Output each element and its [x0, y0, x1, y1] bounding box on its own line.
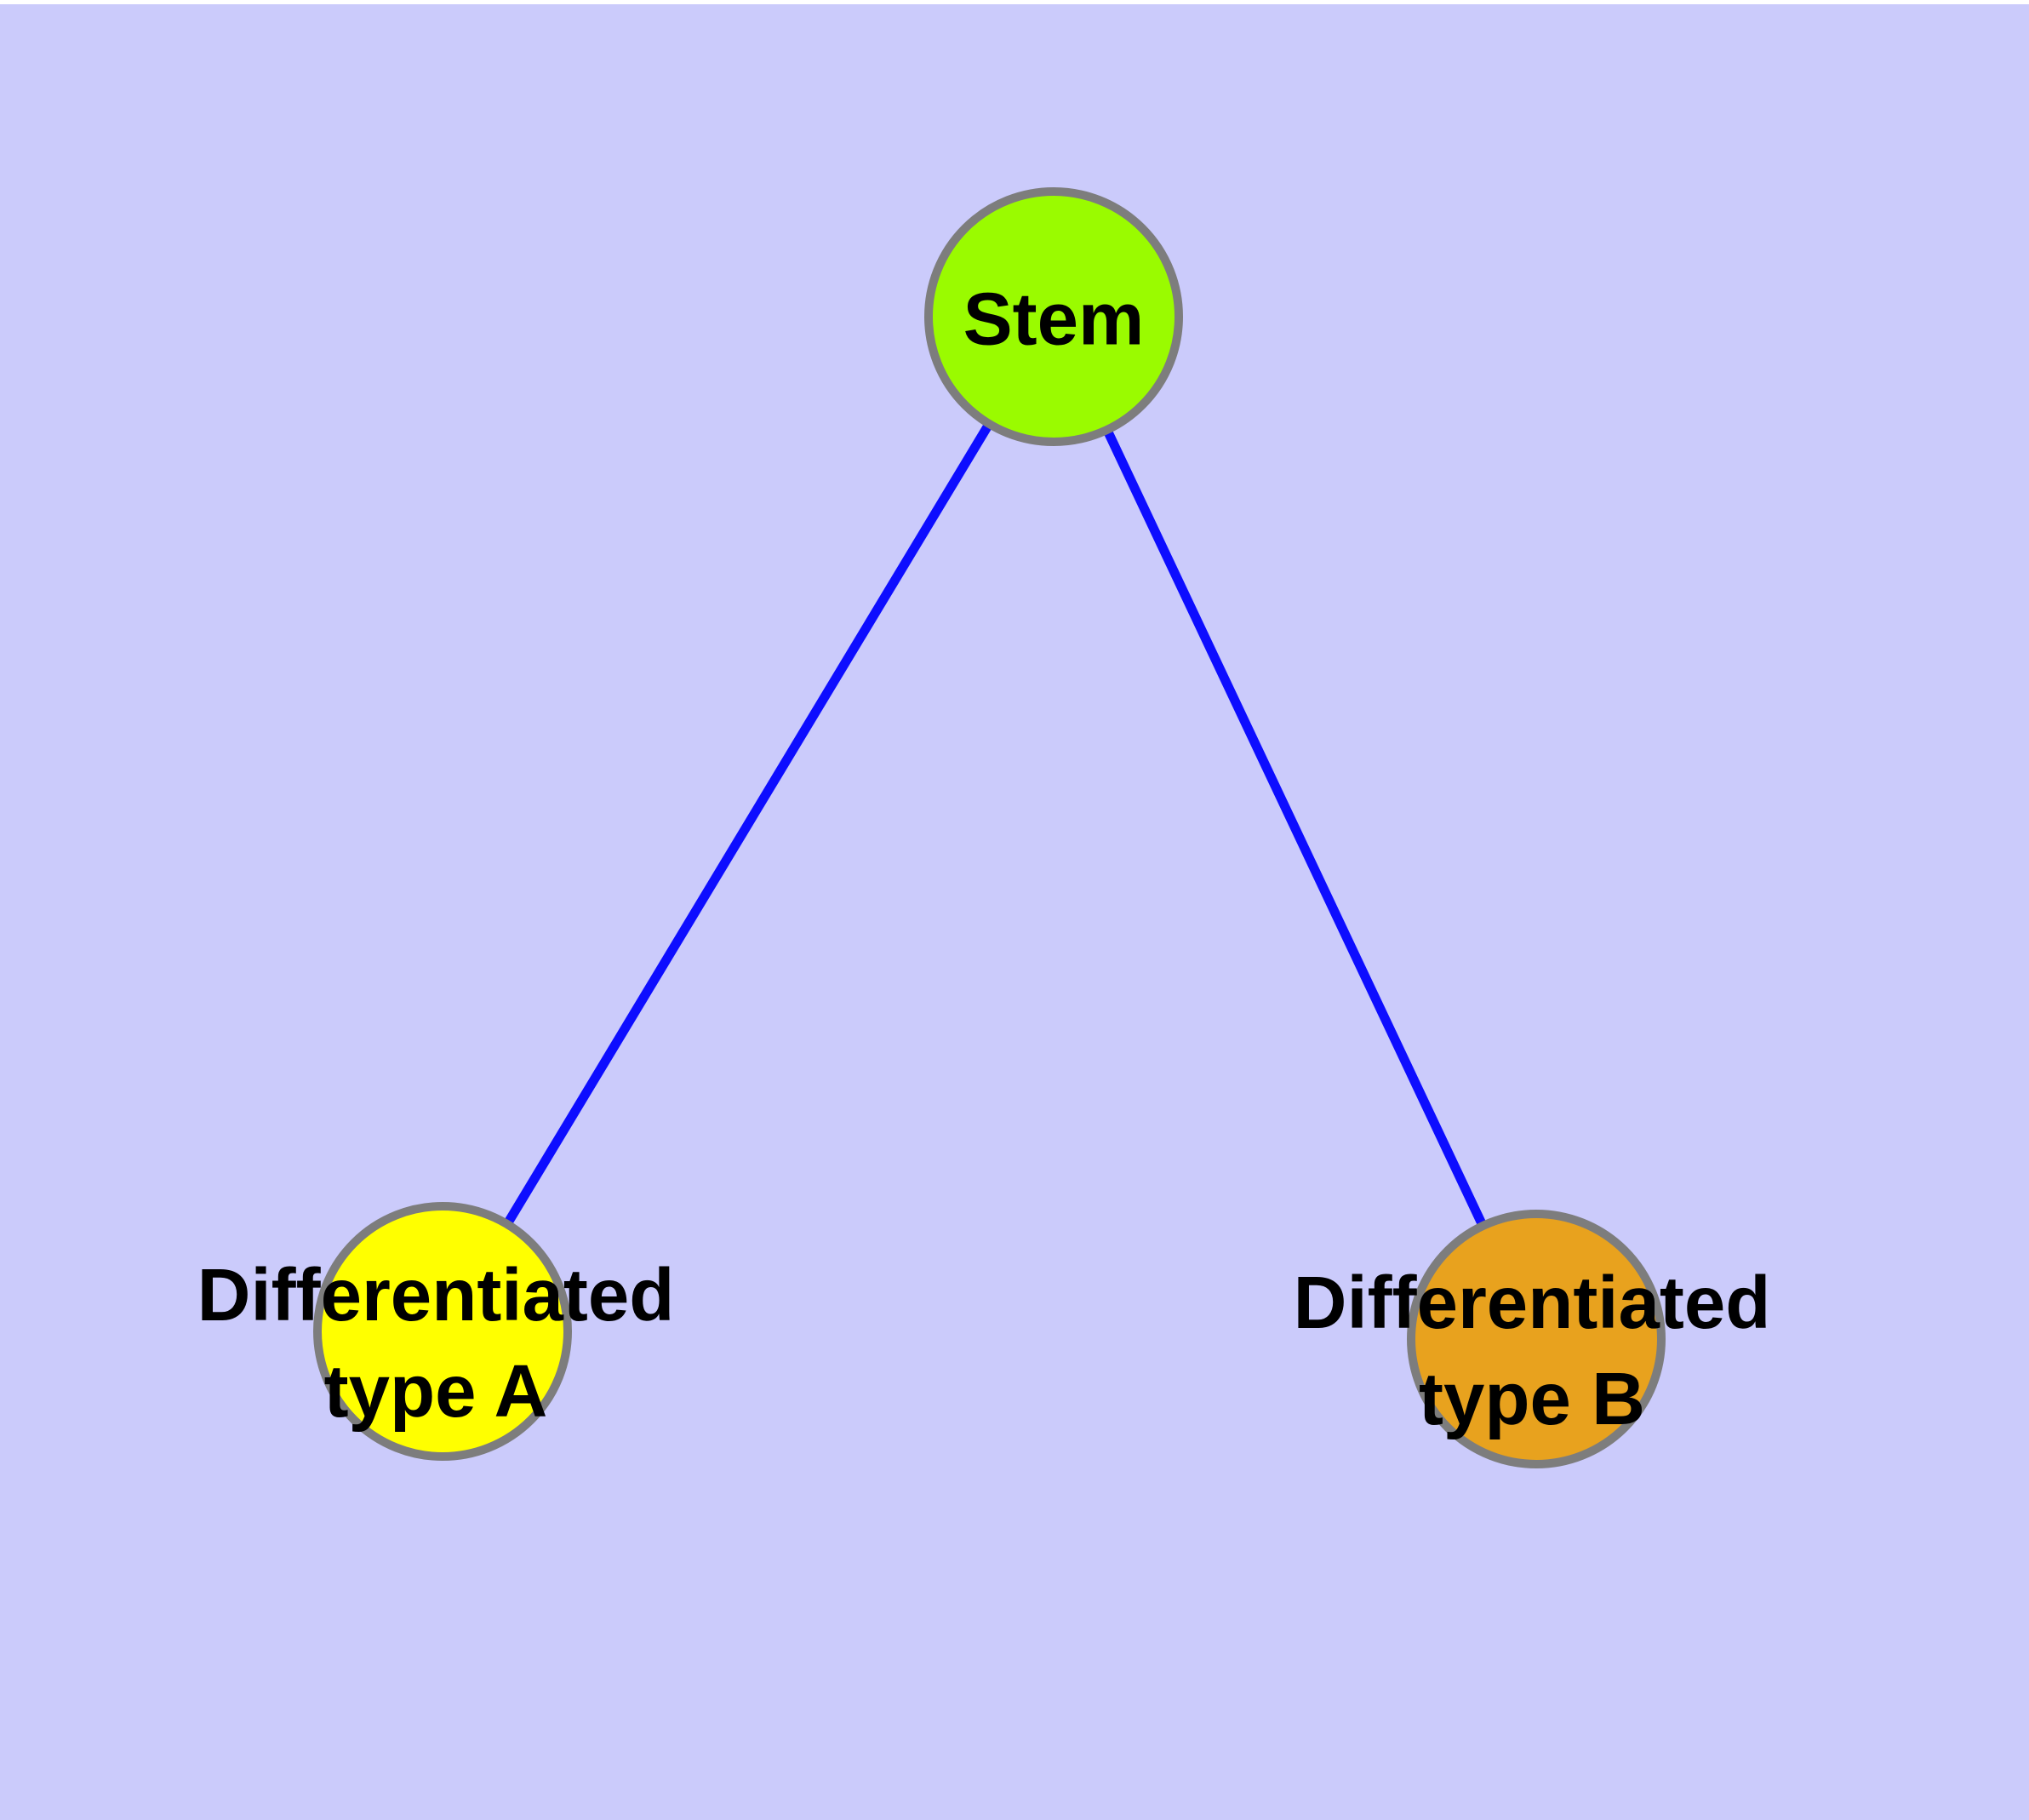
node-stem-circle	[924, 187, 1183, 446]
node-type-b-circle	[1407, 1210, 1666, 1468]
node-type-a-circle	[313, 1202, 572, 1461]
edge-stem-to-type-a	[438, 314, 1058, 1334]
top-margin-strip	[0, 0, 2029, 4]
edge-stem-to-type-b	[1049, 314, 1540, 1342]
